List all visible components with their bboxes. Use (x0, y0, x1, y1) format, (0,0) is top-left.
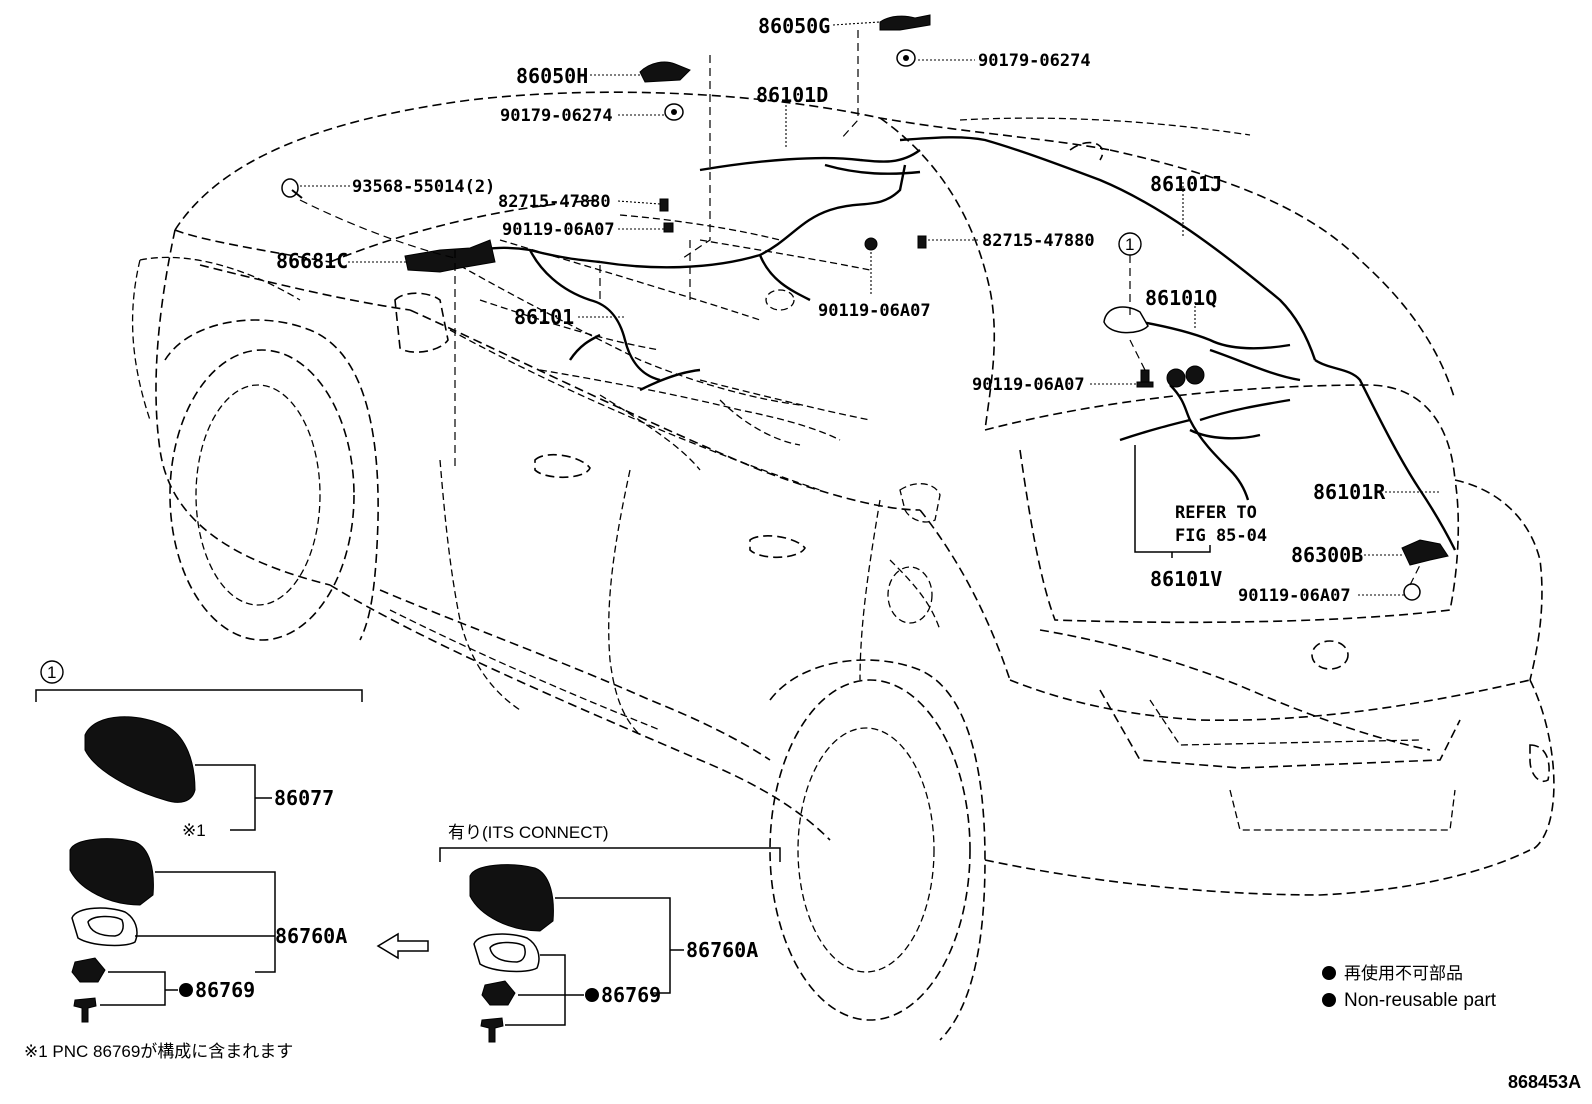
legend-dot-jp (1322, 966, 1336, 980)
antenna-body-shape (69, 838, 154, 906)
nonreusable-dot-right (585, 988, 599, 1002)
refer-to-line2: FIG 85-04 (1175, 526, 1267, 546)
label-90179-top: 90179-06274 (978, 51, 1091, 71)
refer-to-line1: REFER TO (1175, 503, 1257, 523)
label-86681C: 86681C (276, 249, 348, 273)
detail-1-section: 1 86077 ※1 86760A 86769 ※1 PNC 86769が構成に… (24, 660, 363, 1061)
circle-ref-number: 1 (1125, 235, 1134, 254)
antenna-cover-shape (84, 716, 196, 803)
legend: 再使用不可部品 Non-reusable part (1322, 963, 1497, 1011)
antenna-screw-left (73, 997, 97, 1023)
circle-ref-marker: 1 (1118, 232, 1142, 256)
part-86300B-shape (1401, 539, 1449, 566)
figure-code: 868453A (1508, 1072, 1581, 1092)
label-86769-left: 86769 (195, 978, 255, 1002)
part-86681C-module (404, 239, 496, 273)
label-86101J: 86101J (1150, 172, 1222, 196)
part-90119-a-bolt (663, 222, 674, 233)
legend-text-en: Non-reusable part (1344, 990, 1497, 1011)
label-86769-right: 86769 (601, 983, 661, 1007)
wire-harness-group (454, 136, 1457, 551)
label-86300B: 86300B (1291, 543, 1363, 567)
label-90119-a: 90119-06A07 (502, 220, 615, 240)
leader-lines (299, 21, 1440, 596)
vehicle-outline (131, 91, 1555, 1041)
label-82715-right: 82715-47880 (982, 231, 1095, 251)
label-90119-d: 90119-06A07 (1238, 586, 1351, 606)
label-86077: 86077 (274, 786, 334, 810)
label-86101V: 86101V (1150, 567, 1222, 591)
part-86050H-shape (639, 61, 691, 83)
part-93568-bolt (281, 178, 303, 199)
part-90179-top-clip (896, 49, 916, 67)
its-antenna-screw (480, 1017, 504, 1043)
legend-text-jp: 再使用不可部品 (1344, 963, 1463, 983)
footnote-text: ※1 PNC 86769が構成に含まれます (24, 1042, 293, 1061)
part-90119-c-bolt (1136, 369, 1154, 388)
nonreusable-dot-left (179, 983, 193, 997)
callout-labels: 86050G 90179-06274 86050H 90179-06274 86… (276, 14, 1386, 606)
label-86760A-left: 86760A (275, 924, 347, 948)
part-90179-left-clip (664, 103, 684, 121)
label-86050G: 86050G (758, 14, 830, 38)
part-86050G-shape (879, 14, 931, 31)
its-antenna-nut (481, 980, 516, 1006)
part-86101V-connector (1166, 365, 1205, 388)
label-86760A-right: 86760A (686, 938, 758, 962)
part-82715-left-clip (659, 198, 669, 212)
label-86101R: 86101R (1313, 480, 1386, 504)
label-90179-left: 90179-06274 (500, 106, 613, 126)
replace-arrow-icon (376, 932, 429, 960)
label-86050H: 86050H (516, 64, 588, 88)
part-90119-b-bolt (864, 237, 878, 251)
label-90119-c: 90119-06A07 (972, 375, 1085, 395)
its-antenna-body-shape (469, 864, 554, 932)
label-90119-b: 90119-06A07 (818, 301, 931, 321)
label-93568: 93568-55014(2) (352, 177, 495, 197)
legend-dot-en (1322, 993, 1336, 1007)
detail-ref-number: 1 (47, 663, 56, 682)
label-86101: 86101 (514, 305, 574, 329)
antenna-nut-left (71, 957, 106, 983)
part-90119-d-clip (1403, 583, 1421, 601)
note-mark-1: ※1 (182, 821, 206, 840)
its-connect-section: 有り(ITS CONNECT) 86760A 86769 (439, 823, 781, 1043)
label-86101Q: 86101Q (1145, 286, 1217, 310)
label-82715-left: 82715-47880 (498, 192, 611, 212)
its-connect-label: 有り(ITS CONNECT) (448, 823, 609, 842)
part-86101Q-antenna-base (1103, 306, 1149, 334)
part-82715-right-clip (917, 235, 927, 249)
label-86101D: 86101D (756, 83, 828, 107)
